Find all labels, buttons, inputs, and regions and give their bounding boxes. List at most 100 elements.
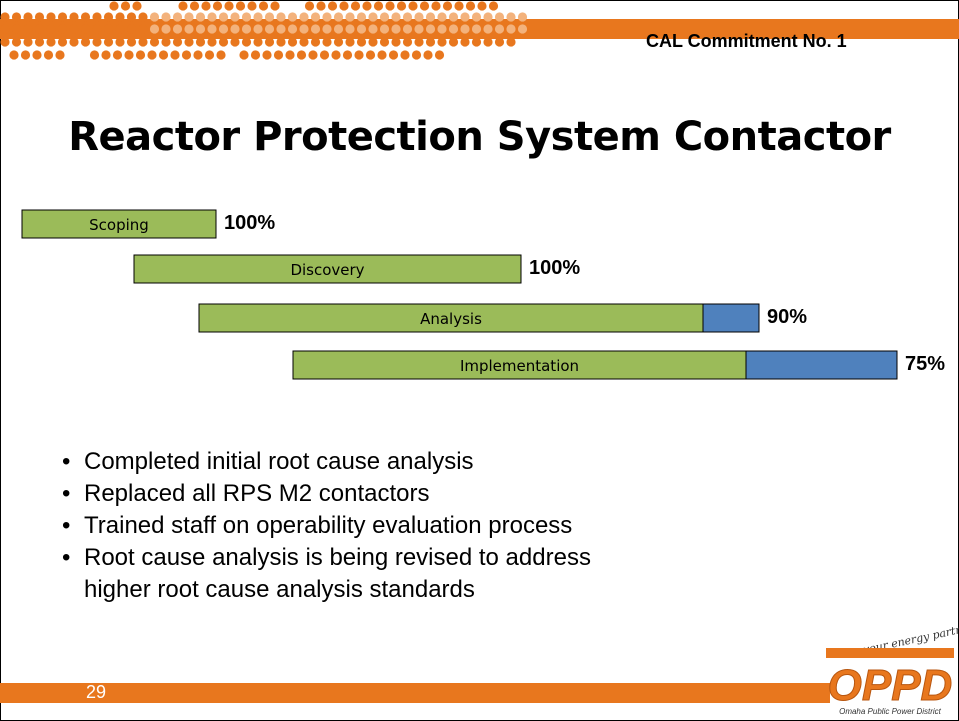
header-dot xyxy=(20,50,31,60)
header-dot xyxy=(92,24,102,34)
header-dot xyxy=(207,37,217,47)
header-dot xyxy=(126,37,137,47)
header-dot xyxy=(494,24,505,34)
header-dot xyxy=(391,37,401,47)
header-dot xyxy=(46,24,56,34)
percent-label: 100% xyxy=(224,212,275,234)
header-dot xyxy=(149,37,160,47)
header-dot xyxy=(92,12,102,22)
header-dot xyxy=(396,1,407,11)
header-dot xyxy=(193,50,203,60)
header-dot xyxy=(124,50,134,60)
header-dot xyxy=(43,50,54,60)
header-dot xyxy=(483,37,493,47)
header-dot xyxy=(299,12,309,22)
header-dot xyxy=(101,50,111,60)
header-dot xyxy=(322,37,332,47)
header-dot xyxy=(365,50,376,60)
header-dot xyxy=(408,1,418,11)
header-dot xyxy=(477,1,487,11)
header-dot xyxy=(184,12,194,22)
header-dot xyxy=(333,24,344,34)
bar-label: Discovery xyxy=(290,261,364,279)
header-dot xyxy=(310,37,321,47)
bullet-list: Completed initial root cause analysis Re… xyxy=(60,446,604,606)
header-dot xyxy=(310,12,321,22)
header-dot xyxy=(448,24,459,34)
header-dot xyxy=(373,1,384,11)
header-dot xyxy=(11,37,22,47)
header-dot xyxy=(247,1,257,11)
header-dot xyxy=(264,12,275,22)
header-dot xyxy=(69,24,79,34)
header-dot xyxy=(212,1,223,11)
header-dot xyxy=(262,50,272,60)
header-dot xyxy=(483,24,493,34)
header-dot xyxy=(178,1,188,11)
header-dot xyxy=(89,50,100,60)
header-band xyxy=(0,1,959,60)
header-dot xyxy=(161,37,171,47)
commitment-label: CAL Commitment No. 1 xyxy=(646,31,847,51)
header-dot xyxy=(356,24,367,34)
bar-complete xyxy=(292,350,747,380)
header-dot xyxy=(299,24,309,34)
header-dot xyxy=(287,12,298,22)
header-dot xyxy=(448,12,459,22)
header-dot xyxy=(138,37,148,47)
header-dot xyxy=(216,50,226,60)
header-dot xyxy=(184,37,194,47)
header-dot xyxy=(331,50,341,60)
header-dot xyxy=(296,50,307,60)
header-dot xyxy=(517,24,528,34)
header-dot xyxy=(250,50,261,60)
header-dot xyxy=(239,50,249,60)
header-dot xyxy=(388,50,399,60)
header-dot xyxy=(181,50,192,60)
header-dot xyxy=(264,24,275,34)
header-dot xyxy=(431,1,441,11)
header-dot xyxy=(345,37,355,47)
header-dot xyxy=(308,50,318,60)
percent-label: 90% xyxy=(767,306,807,328)
header-dot xyxy=(172,24,183,34)
header-dot xyxy=(170,50,180,60)
header-dot xyxy=(276,12,286,22)
header-dot xyxy=(494,12,505,22)
header-dot xyxy=(379,24,390,34)
header-dot xyxy=(304,1,315,11)
header-dot xyxy=(276,24,286,34)
header-dot xyxy=(120,1,131,11)
header-dot xyxy=(402,37,413,47)
page-title: Reactor Protection System Contactor xyxy=(68,114,891,160)
header-dot xyxy=(437,37,447,47)
header-dot xyxy=(368,24,378,34)
header-dot xyxy=(195,24,206,34)
header-dot xyxy=(319,50,330,60)
header-dot xyxy=(115,24,125,34)
header-dot xyxy=(201,1,211,11)
header-dot xyxy=(253,12,263,22)
header-dot xyxy=(184,24,194,34)
header-dot xyxy=(235,1,246,11)
header-dot xyxy=(195,37,206,47)
header-dot xyxy=(400,50,410,60)
header-dot xyxy=(34,12,45,22)
header-dot xyxy=(377,50,387,60)
header-dot xyxy=(494,37,505,47)
bullet-item: Replaced all RPS M2 contactors xyxy=(60,478,604,510)
header-dot xyxy=(23,37,33,47)
header-dot xyxy=(241,12,252,22)
header-dot xyxy=(57,12,68,22)
header-dot xyxy=(488,1,499,11)
bar-label: Implementation xyxy=(460,357,579,375)
header-dot xyxy=(287,24,298,34)
header-dot xyxy=(273,50,284,60)
header-dot xyxy=(23,12,33,22)
header-dot xyxy=(161,12,171,22)
header-dot xyxy=(391,12,401,22)
header-dot xyxy=(362,1,372,11)
